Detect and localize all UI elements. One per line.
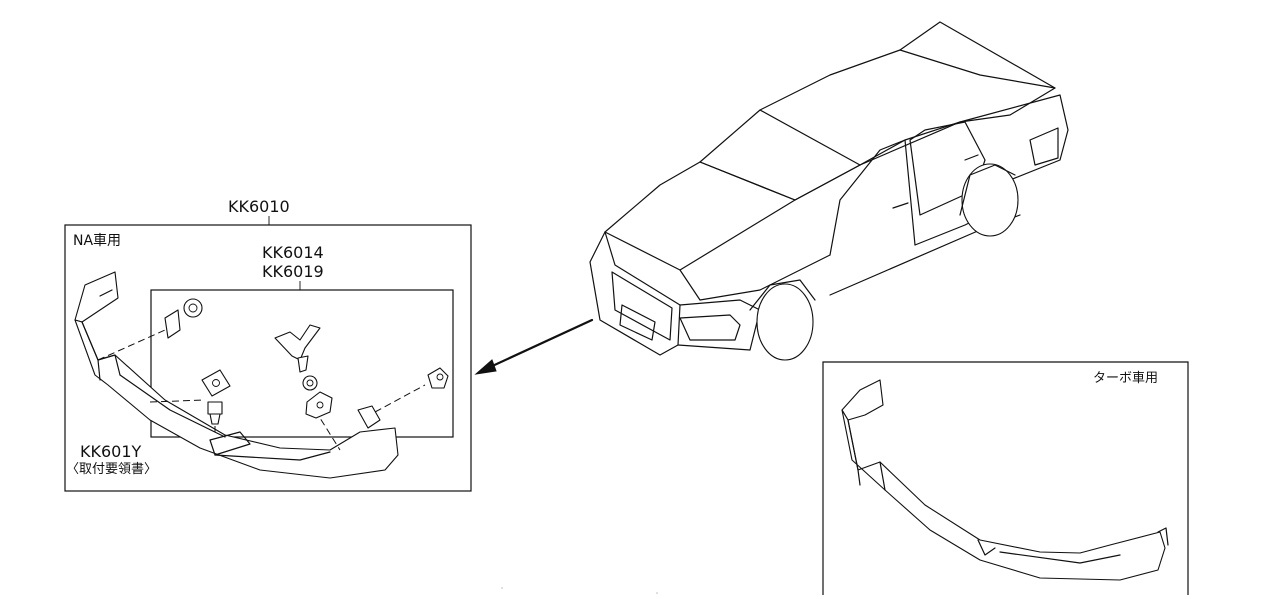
guide-line-2 <box>149 399 206 403</box>
na-variant-label: NA車用 <box>73 233 122 249</box>
speck-1 <box>501 587 503 589</box>
fastener-wingnut <box>274 324 321 391</box>
direction-arrow <box>474 318 594 375</box>
instructions-part-number: KK601Y <box>80 442 142 461</box>
fastener-kit-box <box>150 289 454 438</box>
fastener-nut-plate <box>201 369 231 425</box>
guide-line-1 <box>97 329 166 361</box>
na-front-spoiler <box>74 271 399 479</box>
speck-2 <box>656 592 658 594</box>
assembly-part-number: KK6010 <box>228 197 290 216</box>
fastener-clip-2 <box>357 405 381 429</box>
fastener-screw <box>427 367 449 389</box>
na-assembly-box <box>64 224 472 492</box>
guide-line-4 <box>314 409 341 451</box>
fastener-clip-1 <box>164 298 203 339</box>
car-illustration <box>589 21 1069 361</box>
fastener-part-number-b: KK6019 <box>262 262 324 281</box>
fastener-part-number-a: KK6014 <box>262 243 324 262</box>
turbo-variant-label: ターボ車用 <box>1093 371 1159 386</box>
instructions-label: 〈取付要領書〉 <box>66 462 158 477</box>
guide-line-5 <box>374 384 426 413</box>
fastener-bracket <box>305 391 333 419</box>
turbo-box <box>822 361 1189 595</box>
turbo-front-spoiler <box>841 379 1169 581</box>
